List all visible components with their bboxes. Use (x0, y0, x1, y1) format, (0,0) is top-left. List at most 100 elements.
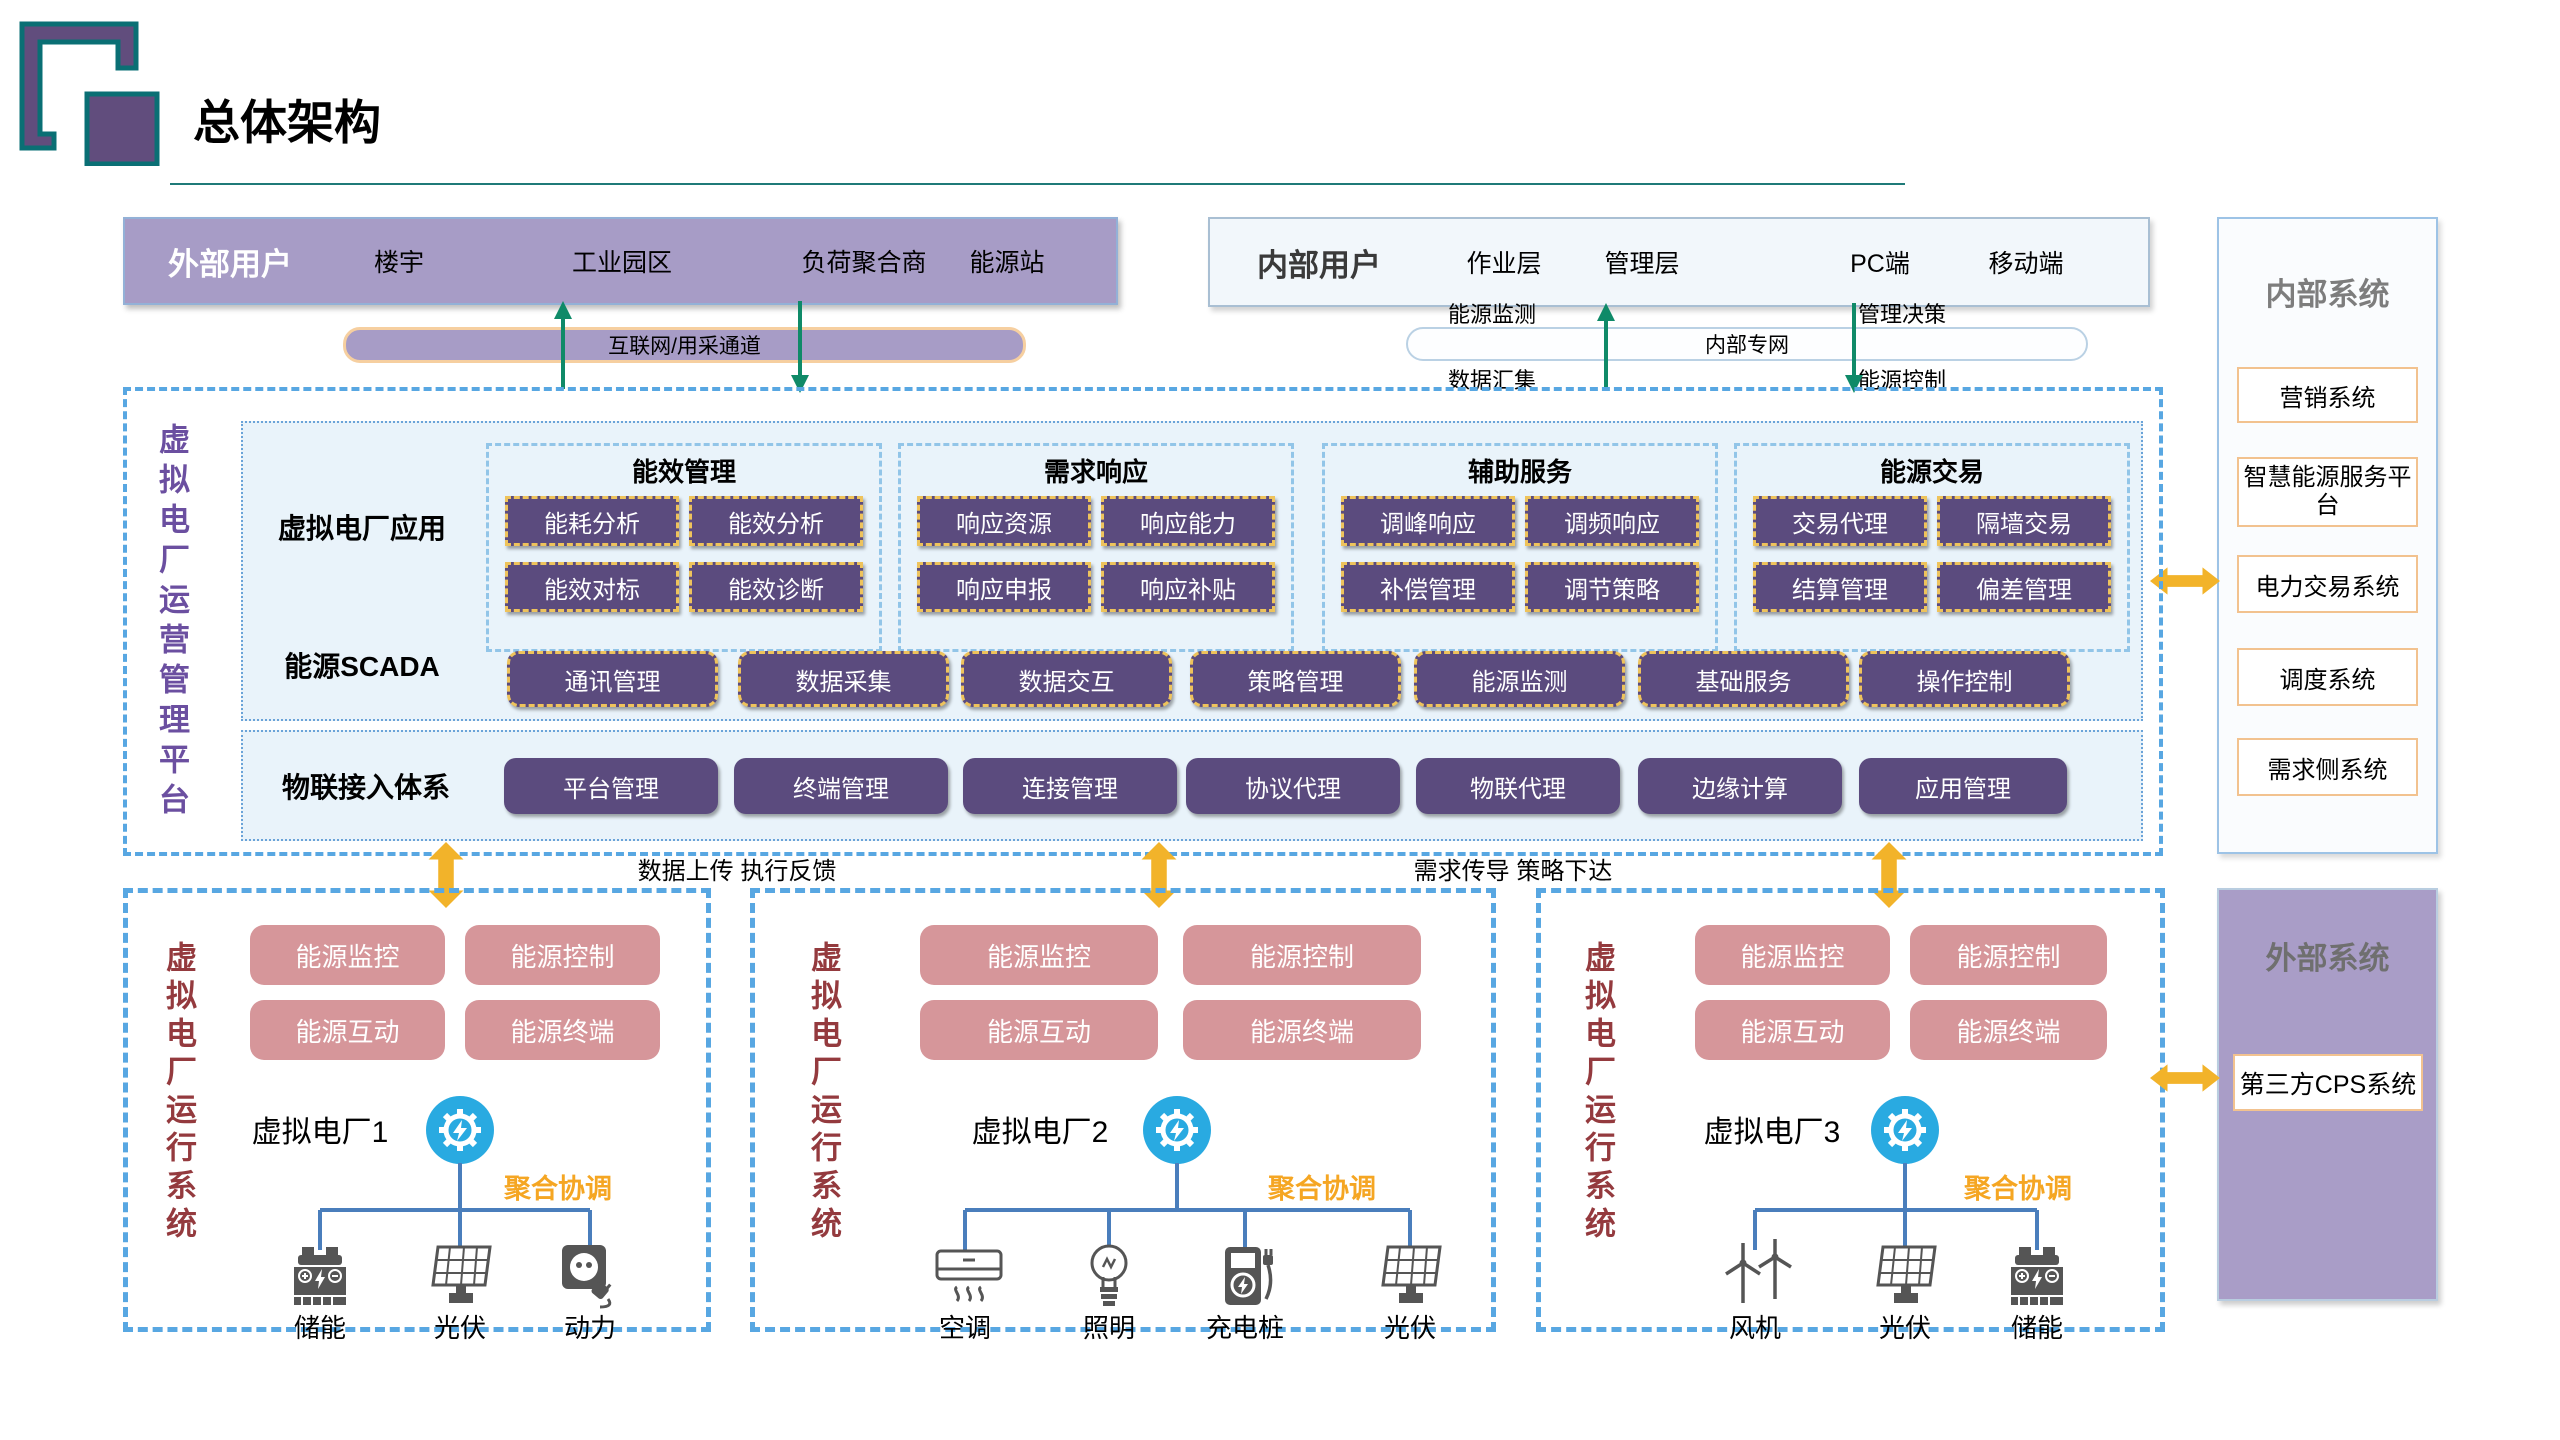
app-button: 调节策略 (1525, 562, 1699, 612)
arrow-down-icon (1845, 303, 1863, 393)
device-label: 储能 (2010, 1312, 2063, 1343)
device-label: 风机 (1728, 1312, 1781, 1343)
scada-button: 数据采集 (738, 651, 949, 707)
gear-icon (1871, 1096, 1939, 1164)
device-label: 储能 (293, 1312, 346, 1343)
flow-label-left: 数据上传 执行反馈 (637, 857, 837, 885)
group-title: 需求响应 (1043, 456, 1148, 487)
vpp-button: 能源互动 (920, 1000, 1158, 1060)
coordination-label: 聚合协调 (504, 1173, 612, 1204)
app-button: 响应能力 (1101, 496, 1275, 546)
wind-turbine-icon (1725, 1239, 1792, 1303)
page-title: 总体架构 (193, 96, 381, 149)
vpp-side-label: 虚拟电厂运行系统 (161, 941, 196, 1245)
vpp-button: 能源终端 (1910, 1000, 2107, 1060)
solar-panel-icon (1876, 1245, 1937, 1303)
platform-side-label: 虚拟电厂运营管理平台 (154, 423, 189, 823)
group-title: 能效管理 (631, 456, 736, 487)
aggregation-tree-lines (963, 1163, 1412, 1250)
vpp-button: 能源监控 (1695, 925, 1890, 985)
vpp-button: 能源监控 (920, 925, 1158, 985)
internet-channel-label: 互联网/用采通道 (608, 335, 761, 358)
scada-button: 基础服务 (1638, 651, 1849, 707)
external-user-load-aggregator: 负荷聚合商 (801, 249, 927, 277)
solar-panel-icon (431, 1245, 492, 1303)
app-button: 能效对标 (505, 562, 679, 612)
arrow-down-icon (791, 301, 809, 393)
app-group-demand-response: 需求响应 响应资源 响应能力 响应申报 响应补贴 (898, 443, 1294, 652)
vpp-side-label: 虚拟电厂运行系统 (1580, 941, 1615, 1245)
app-button: 响应补贴 (1101, 562, 1275, 612)
iot-button: 平台管理 (504, 758, 718, 814)
app-button: 调频响应 (1525, 496, 1699, 546)
iot-button: 应用管理 (1859, 758, 2067, 814)
coordination-label: 聚合协调 (1964, 1173, 2072, 1204)
external-user-building: 楼宇 (373, 249, 424, 277)
vpp-button: 能源互动 (250, 1000, 445, 1060)
scada-button: 通讯管理 (507, 651, 718, 707)
app-layer-label: 虚拟电厂应用 (277, 513, 446, 544)
arrow-up-icon (554, 301, 572, 389)
internal-users-band: 内部用户 作业层 管理层 PC端 移动端 (1208, 217, 2150, 307)
energy-monitoring-label: 能源监测 (1448, 302, 1537, 327)
device-label: 光伏 (1383, 1312, 1436, 1343)
title-underline (170, 183, 1905, 185)
scada-layer-label: 能源SCADA (284, 651, 440, 682)
app-group-ancillary-services: 辅助服务 调峰响应 调频响应 补偿管理 调节策略 (1322, 443, 1718, 652)
external-user-industrial-park: 工业园区 (571, 249, 672, 277)
app-button: 能耗分析 (505, 496, 679, 546)
vpp-button: 能源控制 (465, 925, 660, 985)
vpp-name: 虚拟电厂2 (971, 1116, 1109, 1149)
vpp-button: 能源控制 (1183, 925, 1421, 985)
device-label: 动力 (563, 1312, 616, 1343)
app-button: 响应申报 (917, 562, 1091, 612)
iot-button: 协议代理 (1186, 758, 1400, 814)
app-group-energy-trading: 能源交易 交易代理 隔墙交易 结算管理 偏差管理 (1734, 443, 2130, 652)
light-bulb-icon (1090, 1244, 1128, 1306)
internet-channel-pipe: 互联网/用采通道 (343, 327, 1026, 363)
internal-user-mobile: 移动端 (1988, 250, 2064, 278)
intranet-pipe: 内部专网 (1406, 327, 2088, 361)
power-plug-icon (562, 1245, 612, 1309)
iot-section: 物联接入体系 平台管理 终端管理 连接管理 协议代理 物联代理 边缘计算 应用管… (241, 730, 2143, 841)
app-button: 补偿管理 (1341, 562, 1515, 612)
gear-icon (1143, 1096, 1211, 1164)
battery-icon (2011, 1247, 2063, 1305)
app-button: 隔墙交易 (1937, 496, 2111, 546)
intranet-label: 内部专网 (1705, 334, 1789, 357)
third-party-cps-item: 第三方CPS系统 (2233, 1054, 2423, 1111)
device-label: 空调 (938, 1312, 991, 1343)
scada-button: 策略管理 (1190, 651, 1401, 707)
vpp-name: 虚拟电厂3 (1703, 1116, 1841, 1149)
app-button: 结算管理 (1753, 562, 1927, 612)
smart-energy-platform-item: 智慧能源服务平台 (2237, 457, 2418, 527)
iot-button: 连接管理 (963, 758, 1177, 814)
iot-layer-label: 物联接入体系 (281, 772, 450, 803)
vpp-operation-box-1: 虚拟电厂运行系统 能源监控 能源控制 能源互动 能源终端 虚拟电厂1 聚合协调 (123, 888, 711, 1343)
device-label: 照明 (1082, 1312, 1135, 1343)
vpp-side-label: 虚拟电厂运行系统 (806, 941, 841, 1245)
external-users-band: 外部用户 楼宇 工业园区 负荷聚合商 能源站 (123, 217, 1118, 305)
internal-user-pc: PC端 (1850, 250, 1910, 278)
external-users-title: 外部用户 (168, 246, 292, 282)
internal-user-management-layer: 管理层 (1604, 250, 1680, 278)
vpp-name: 虚拟电厂1 (251, 1116, 389, 1149)
solar-panel-icon (1381, 1245, 1442, 1303)
management-decision-label: 管理决策 (1858, 302, 1947, 327)
flow-label-right: 需求传导 策略下达 (1413, 857, 1613, 885)
internal-user-operation-layer: 作业层 (1466, 250, 1542, 278)
scada-button: 能源监测 (1414, 651, 1625, 707)
app-button: 能效分析 (689, 496, 863, 546)
gear-icon (426, 1096, 494, 1164)
scada-button: 数据交互 (961, 651, 1172, 707)
app-button: 调峰响应 (1341, 496, 1515, 546)
app-button: 偏差管理 (1937, 562, 2111, 612)
vpp-button: 能源互动 (1695, 1000, 1890, 1060)
vpp-button: 能源终端 (1183, 1000, 1421, 1060)
scada-button: 操作控制 (1859, 651, 2070, 707)
iot-button: 边缘计算 (1638, 758, 1842, 814)
double-arrow-horizontal-icon (2150, 567, 2220, 595)
app-button: 响应资源 (917, 496, 1091, 546)
double-arrow-horizontal-icon (2150, 1064, 2220, 1092)
